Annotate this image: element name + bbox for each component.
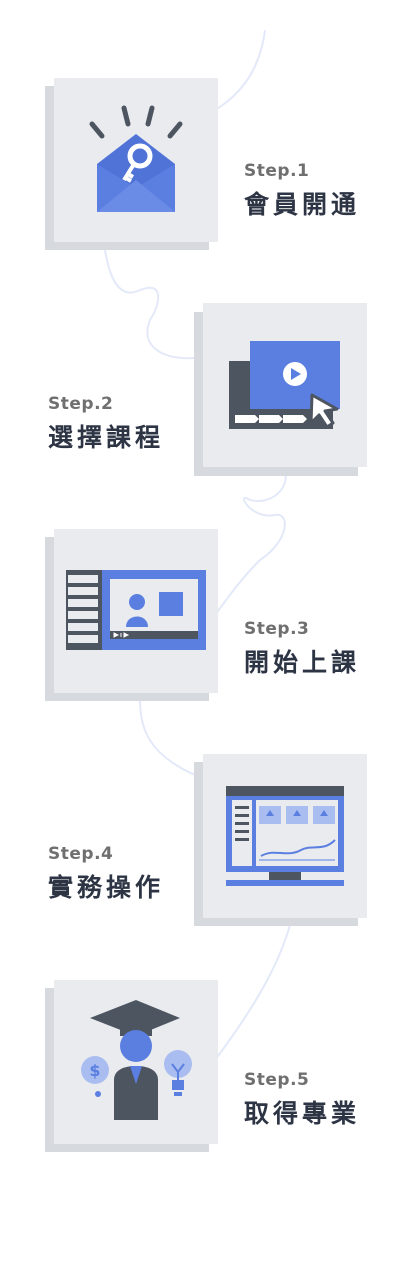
svg-text:$: $ <box>89 1061 100 1080</box>
graduate-idea-icon: $ <box>81 1000 192 1120</box>
dashboard-monitor-icon <box>226 786 344 886</box>
step-number: Step.1 <box>244 161 310 181</box>
envelope-key-icon <box>89 105 183 212</box>
step-3-card <box>54 529 218 693</box>
step-title: 選擇課程 <box>48 423 165 452</box>
step-title: 會員開通 <box>244 190 361 219</box>
video-player-cursor-icon <box>229 341 340 429</box>
step-number: Step.4 <box>48 844 114 864</box>
step-1-card <box>54 78 218 242</box>
step-number: Step.3 <box>244 619 310 639</box>
step-number: Step.5 <box>244 1070 310 1090</box>
step-title: 實務操作 <box>48 873 165 902</box>
step-4-card <box>203 754 367 918</box>
video-lesson-icon <box>66 570 206 650</box>
step-number: Step.2 <box>48 394 114 414</box>
step-5-card: $ <box>54 980 218 1144</box>
step-2-card <box>203 303 367 467</box>
step-title: 取得專業 <box>244 1099 361 1128</box>
step-title: 開始上課 <box>244 648 361 677</box>
